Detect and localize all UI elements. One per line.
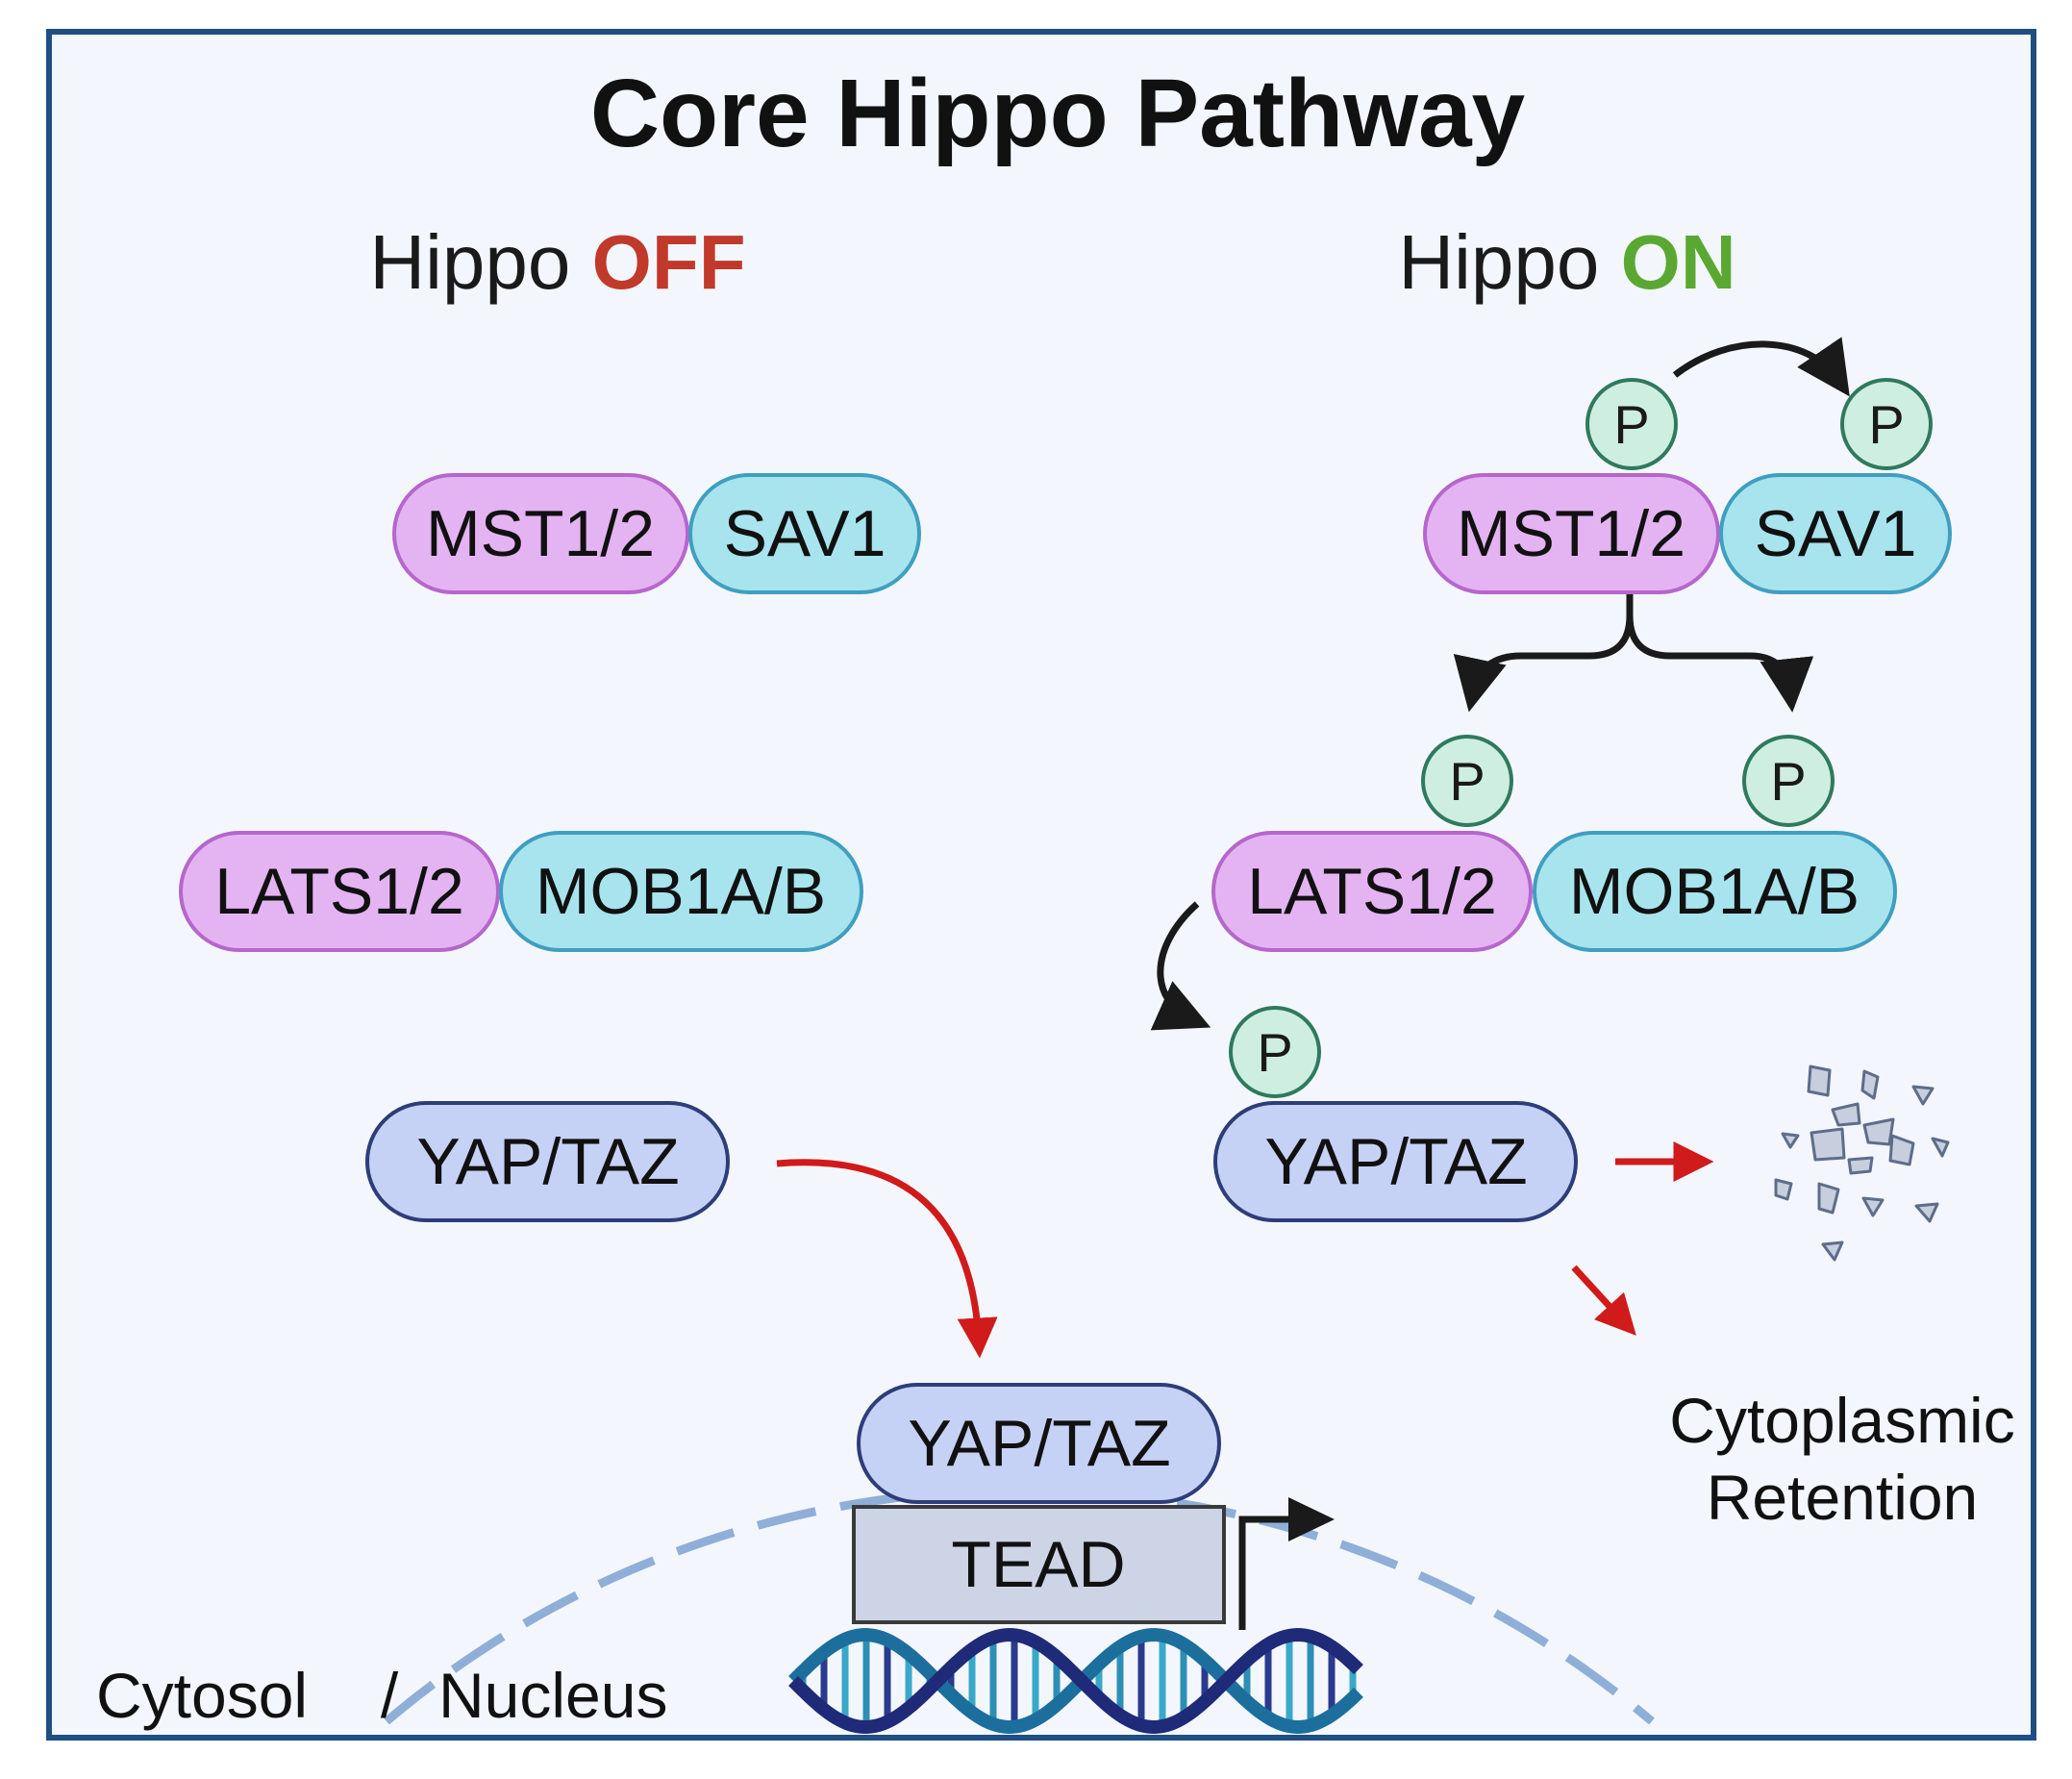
hippo-on-prefix: Hippo — [1398, 219, 1599, 305]
cytosol-label: Cytosol — [96, 1660, 308, 1731]
protein-fragment — [1862, 1117, 1895, 1146]
protein-fragment — [1807, 1065, 1832, 1097]
off-lats-pill — [179, 831, 500, 952]
on-sav-pill — [1719, 473, 1952, 594]
retention-arrow — [1571, 1265, 1636, 1336]
on-mst-pill — [1423, 473, 1720, 594]
on-mst-label: MST1/2 — [1457, 497, 1685, 570]
on-mob-phospho: P — [1742, 735, 1835, 827]
tead-box: TEAD — [852, 1505, 1226, 1624]
nuclear-yap-taz: YAP/TAZ — [857, 1383, 1221, 1504]
off-mst-pill — [392, 473, 689, 594]
protein-fragment — [1774, 1178, 1793, 1201]
degradation-fragments-icon — [1774, 1065, 1950, 1262]
protein-fragment — [1821, 1240, 1844, 1262]
off-lats-mob-complex: LATS1/2 MOB1A/B — [179, 831, 863, 952]
off-mob-label: MOB1A/B — [536, 855, 826, 928]
phospho-icon — [1742, 735, 1835, 827]
lats-activation-arrow — [1453, 594, 1634, 713]
diagram-title: Core Hippo Pathway — [590, 60, 1526, 167]
phospho-label: P — [1770, 751, 1806, 812]
yap-phosphorylation-arrow — [1150, 901, 1211, 1031]
sav-phosphorylation-arrow — [1672, 337, 1850, 397]
protein-fragment — [1860, 1069, 1880, 1100]
phospho-icon — [1840, 378, 1933, 470]
on-mst-phospho: P — [1585, 378, 1678, 470]
off-yap-pill — [365, 1101, 730, 1222]
protein-fragment — [1931, 1137, 1950, 1158]
tead-rect — [852, 1505, 1226, 1624]
off-lats-label: LATS1/2 — [214, 855, 464, 928]
on-yap-pill — [1213, 1101, 1578, 1222]
on-mst-sav-complex: MST1/2 SAV1 — [1423, 473, 1952, 594]
phospho-icon — [1229, 1006, 1321, 1098]
protein-fragment — [1861, 1196, 1885, 1217]
nuclear-translocation-arrow — [776, 1159, 998, 1359]
nucleus-label: Nucleus — [438, 1660, 667, 1731]
off-yap-taz: YAP/TAZ — [365, 1101, 730, 1222]
off-mst-label: MST1/2 — [426, 497, 655, 570]
protein-fragment — [1817, 1182, 1840, 1215]
dna-strand — [788, 1627, 1363, 1735]
transcription-arrow-head — [1288, 1497, 1335, 1541]
off-sav-label: SAV1 — [724, 497, 886, 570]
hippo-off-prefix: Hippo — [369, 219, 570, 305]
dna-strand — [788, 1627, 1363, 1735]
off-mst-sav-complex: MST1/2 SAV1 — [392, 473, 921, 594]
protein-fragment — [1911, 1085, 1935, 1106]
hippo-off-heading: Hippo OFF — [369, 219, 745, 305]
off-yap-label: YAP/TAZ — [416, 1125, 679, 1198]
off-sav-pill — [688, 473, 921, 594]
phospho-label: P — [1613, 394, 1649, 455]
phospho-label: P — [1257, 1022, 1292, 1083]
region-divider: / — [381, 1660, 399, 1731]
on-sav-phospho: P — [1840, 378, 1933, 470]
on-lats-mob-complex: LATS1/2 MOB1A/B — [1211, 831, 1897, 952]
phospho-icon — [1421, 735, 1513, 827]
hippo-off-state: OFF — [592, 219, 746, 305]
protein-fragment — [1847, 1156, 1874, 1175]
nuclear-yap-pill — [857, 1383, 1221, 1504]
on-mob-pill — [1533, 831, 1897, 952]
on-yap-taz: YAP/TAZ — [1213, 1101, 1578, 1222]
on-yap-label: YAP/TAZ — [1264, 1125, 1527, 1198]
mob-activation-arrow — [1626, 614, 1814, 713]
protein-fragment — [1831, 1102, 1861, 1127]
nuclear-yap-label: YAP/TAZ — [908, 1407, 1170, 1480]
on-lats-pill — [1211, 831, 1533, 952]
outcome-line1: Cytoplasmic — [1669, 1385, 2014, 1456]
outcome-line2: Retention — [1707, 1462, 1979, 1533]
transcription-arrow — [1238, 1516, 1293, 1630]
dna-helix — [788, 1627, 1363, 1735]
protein-fragment — [1781, 1132, 1800, 1149]
phospho-icon — [1585, 378, 1678, 470]
off-mob-pill — [499, 831, 863, 952]
on-sav-label: SAV1 — [1755, 497, 1917, 570]
hippo-on-state: ON — [1621, 219, 1736, 305]
hippo-on-heading: Hippo ON — [1398, 219, 1735, 305]
on-yap-phospho: P — [1229, 1006, 1321, 1098]
on-lats-phospho: P — [1421, 735, 1513, 827]
protein-fragment — [1914, 1202, 1939, 1223]
phospho-label: P — [1449, 751, 1485, 812]
on-mob-label: MOB1A/B — [1569, 855, 1860, 928]
phospho-label: P — [1868, 394, 1904, 455]
protein-fragment — [1888, 1134, 1915, 1166]
on-lats-label: LATS1/2 — [1247, 855, 1497, 928]
protein-fragment — [1810, 1127, 1846, 1162]
tead-label: TEAD — [951, 1528, 1125, 1601]
